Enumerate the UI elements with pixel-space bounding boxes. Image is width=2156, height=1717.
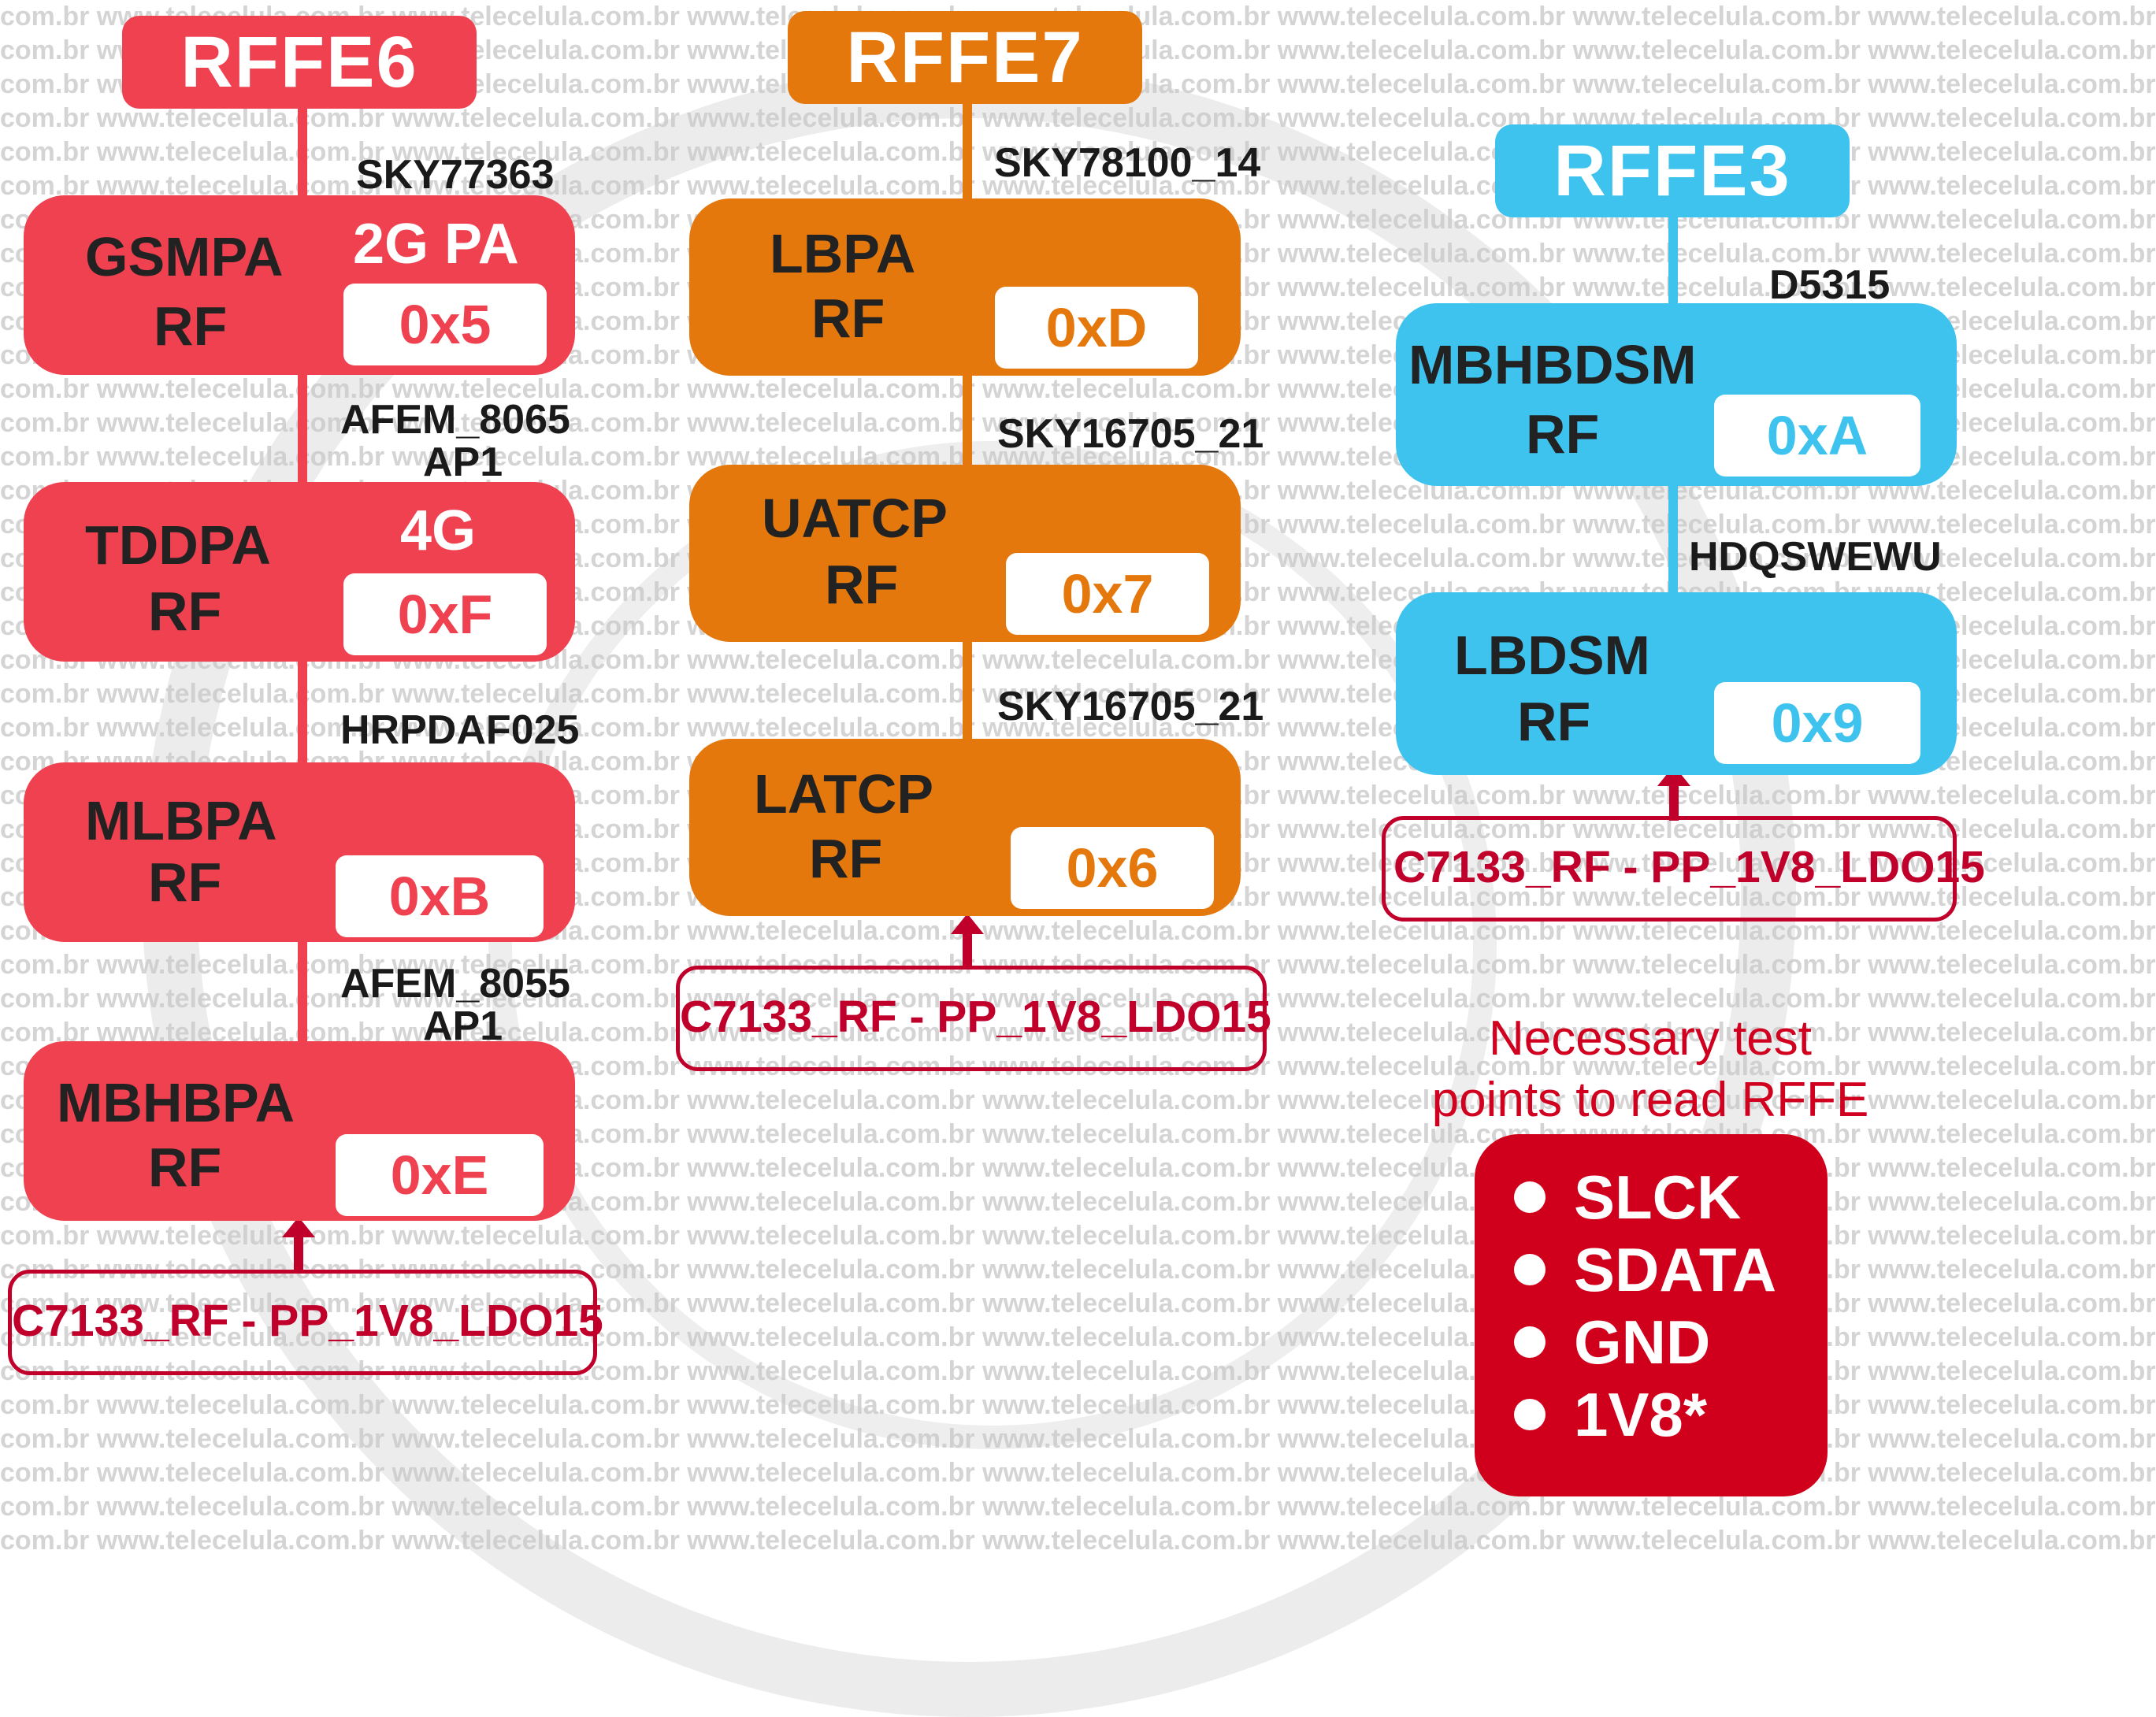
chip-label-sky77363: SKY77363 — [356, 152, 555, 198]
test-points-list: SLCK SDATA GND 1V8* — [1514, 1161, 1776, 1451]
test-note-line2: points to read RFFE — [1431, 1073, 1869, 1127]
block-rf-label: RF — [148, 580, 222, 642]
block-name: TDDPA — [85, 514, 271, 576]
tddpa-block: TDDPA RF 4G 0xF — [24, 482, 575, 662]
rffe7-header: RFFE7 — [788, 11, 1142, 104]
chip-label-hrpdaf025: HRPDAF025 — [340, 707, 580, 753]
block-name: MBHBPA — [57, 1072, 295, 1133]
bullet-icon — [1514, 1181, 1546, 1213]
address-badge: 0x9 — [1714, 682, 1920, 764]
block-name: LATCP — [754, 763, 934, 825]
block-rf-label: RF — [154, 295, 228, 357]
block-name: LBDSM — [1454, 625, 1650, 686]
block-name: MLBPA — [85, 790, 277, 851]
test-point-item: SDATA — [1514, 1233, 1776, 1306]
block-name: GSMPA — [85, 226, 284, 287]
block-band-label: 2G PA — [353, 213, 519, 276]
chip-label-sky16705-b: SKY16705_21 — [997, 684, 1264, 729]
address-badge: 0x5 — [343, 284, 547, 365]
address-badge: 0xA — [1714, 395, 1920, 477]
address-badge: 0x6 — [1011, 827, 1214, 909]
rffe7-bus-line — [963, 87, 972, 764]
latcp-block: LATCP RF 0x6 — [689, 739, 1241, 916]
mbhbdsm-block: MBHBDSM RF 0xA — [1396, 303, 1957, 486]
block-rf-label: RF — [1517, 691, 1591, 752]
address-badge: 0xF — [343, 573, 547, 655]
address-badge: 0xB — [336, 855, 544, 937]
chip-label-sky78100: SKY78100_14 — [994, 140, 1261, 186]
test-point-item: SLCK — [1514, 1161, 1776, 1233]
address-badge: 0xE — [336, 1134, 544, 1216]
mlbpa-block: MLBPA RF 0xB — [24, 762, 575, 942]
block-name: UATCP — [762, 488, 948, 549]
lbdsm-block: LBDSM RF 0x9 — [1396, 592, 1957, 775]
block-rf-label: RF — [148, 1137, 222, 1198]
rffe7-testpoint-label: C7133_RF - PP_1V8_LDO15 — [676, 966, 1271, 1071]
rffe6-header: RFFE6 — [122, 16, 477, 109]
block-rf-label: RF — [809, 828, 883, 889]
address-badge: 0xD — [995, 287, 1198, 369]
test-note-line1: Necessary test — [1488, 1011, 1813, 1066]
block-rf-label: RF — [148, 851, 222, 913]
test-note: Necessary test points to read RFFE — [1363, 1008, 1938, 1131]
test-points-box: SLCK SDATA GND 1V8* — [1475, 1134, 1828, 1496]
rffe3-testpoint-label: C7133_RF - PP_1V8_LDO15 — [1382, 816, 1985, 922]
address-badge: 0x7 — [1006, 553, 1209, 635]
block-band-label: 4G — [400, 499, 477, 562]
rffe6-testpoint-label: C7133_RF - PP_1V8_LDO15 — [8, 1270, 603, 1375]
rffe3-testpoint-arrow — [1657, 766, 1690, 821]
block-name: MBHBDSM — [1408, 334, 1697, 395]
block-name: LBPA — [770, 223, 916, 284]
uatcp-block: UATCP RF 0x7 — [689, 465, 1241, 642]
bullet-icon — [1514, 1254, 1546, 1285]
test-point-item: GND — [1514, 1306, 1776, 1378]
chip-label-d5315: D5315 — [1769, 262, 1891, 308]
test-point-item: 1V8* — [1514, 1378, 1776, 1451]
bullet-icon — [1514, 1326, 1546, 1358]
block-rf-label: RF — [825, 554, 899, 615]
bullet-icon — [1514, 1399, 1546, 1430]
rffe6-testpoint-arrow — [282, 1217, 315, 1272]
lbpa-block: LBPA RF 0xD — [689, 198, 1241, 376]
chip-label-hdqswewu: HDQSWEWU — [1689, 534, 1942, 580]
rffe3-header: RFFE3 — [1495, 124, 1850, 217]
block-rf-label: RF — [1526, 403, 1600, 465]
gsmpa-block: GSMPA RF 2G PA 0x5 — [24, 195, 575, 375]
rffe7-testpoint-arrow — [951, 914, 984, 969]
block-rf-label: RF — [811, 287, 885, 349]
chip-label-sky16705-a: SKY16705_21 — [997, 411, 1264, 457]
mbhbpa-block: MBHBPA RF 0xE — [24, 1041, 575, 1221]
